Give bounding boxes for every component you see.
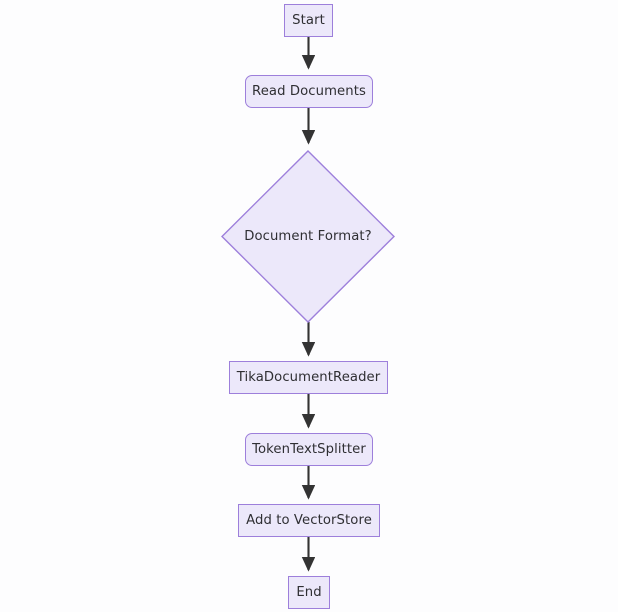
node-read-documents[interactable]: Read Documents — [245, 75, 373, 108]
node-end-label: End — [296, 584, 322, 600]
node-read-documents-label: Read Documents — [252, 83, 366, 99]
node-tika-document-reader[interactable]: TikaDocumentReader — [229, 361, 388, 394]
node-add-to-vectorstore-label: Add to VectorStore — [246, 512, 372, 528]
node-document-format-label: Document Format? — [244, 229, 372, 244]
node-add-to-vectorstore[interactable]: Add to VectorStore — [238, 504, 380, 537]
node-token-text-splitter-label: TokenTextSplitter — [252, 441, 366, 457]
diamond-shape — [221, 150, 395, 323]
node-start[interactable]: Start — [284, 4, 333, 37]
node-token-text-splitter[interactable]: TokenTextSplitter — [245, 433, 373, 466]
node-end[interactable]: End — [288, 576, 330, 609]
node-tika-document-reader-label: TikaDocumentReader — [236, 369, 381, 385]
node-document-format[interactable]: Document Format? — [221, 150, 395, 323]
node-start-label: Start — [292, 12, 325, 28]
